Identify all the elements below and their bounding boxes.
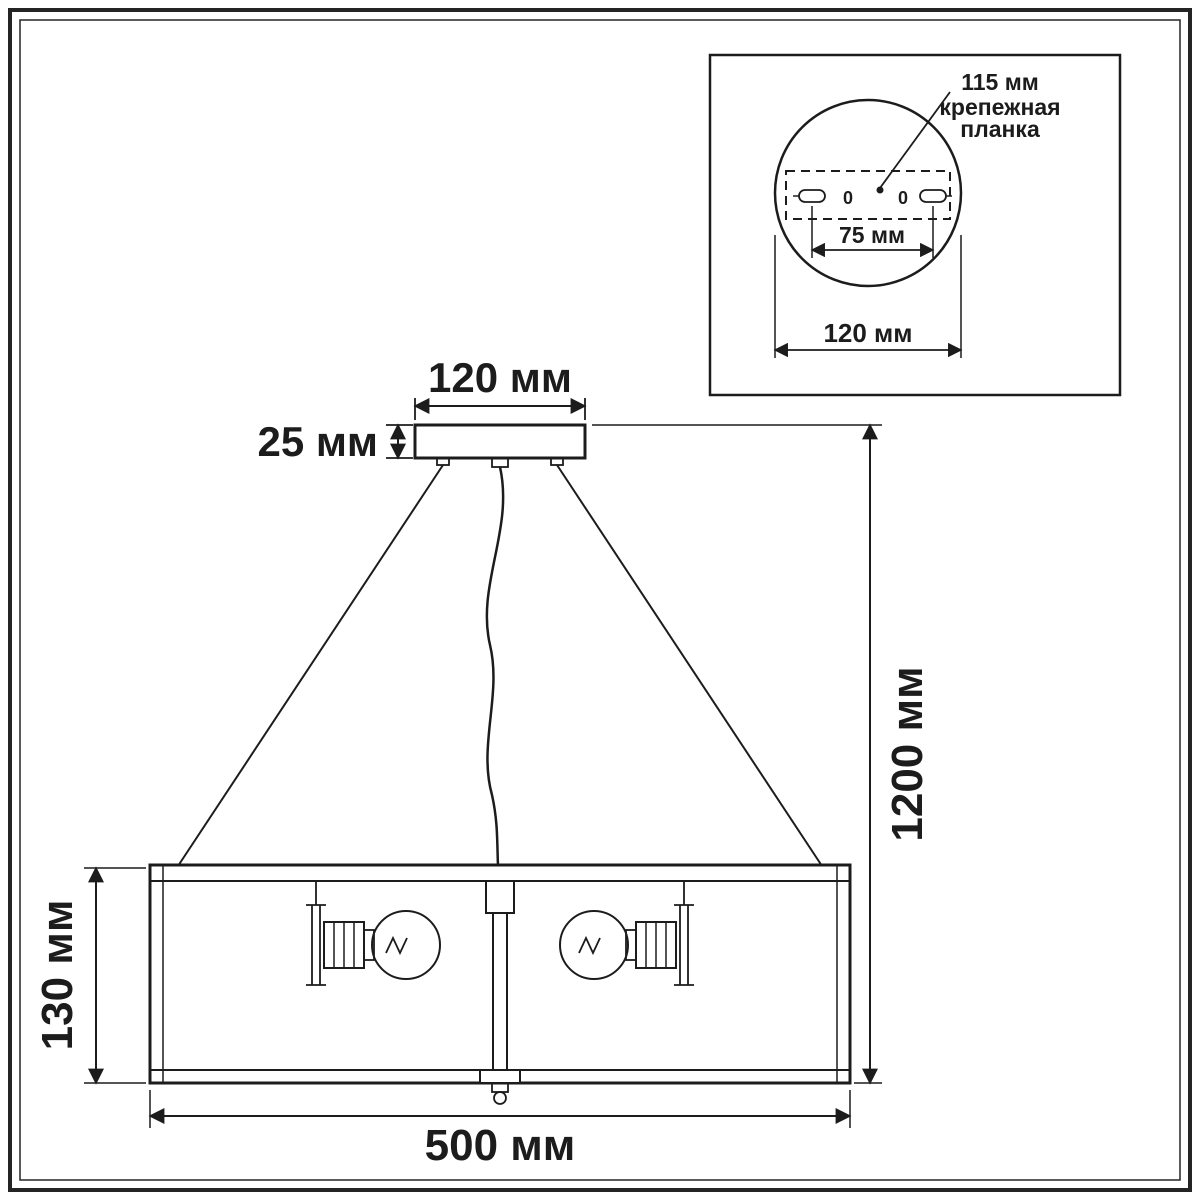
dimension-lines [84,398,882,1128]
suspension-wire-right [556,464,823,867]
plate-label-line1: крепежная [939,94,1060,120]
shade-drum [148,863,852,1085]
hole-spacing-label: 75 мм [839,222,905,248]
plate-width-label: 115 мм [961,69,1039,95]
rod-bottom-plate [479,1069,521,1084]
bulb-assembly-right [559,881,694,986]
outer-frame [8,8,1192,1192]
inner-frame [19,19,1181,1181]
shade-height-label: 130 мм [33,900,82,1051]
bulb-left [371,910,441,980]
slot-hole-right [919,189,947,203]
socket-right-collar [625,929,637,961]
finial-knob [493,1091,507,1105]
rod-top-connector [485,880,515,914]
hole-mark-right: 0 [898,188,908,208]
plate-center-point [876,186,884,194]
lamp-main-view [148,423,852,1105]
ceiling-canopy [413,423,587,460]
filament-right [578,935,601,956]
hole-mark-left: 0 [843,188,853,208]
inset-border [708,53,1122,397]
power-cable [485,466,505,867]
mounting-plate [785,170,951,220]
total-height-label: 1200 мм [883,666,932,841]
shade-width-label: 500 мм [425,1121,576,1170]
filament-left [385,935,408,956]
inset-ceiling-base-view [708,53,1122,397]
base-diameter-label: 120 мм [823,318,912,348]
suspension-wire-left [177,464,444,867]
slot-hole-left [798,189,826,203]
plate-label-line2: планка [960,116,1040,142]
socket-left-collar [363,929,375,961]
bulb-assembly-left [306,881,441,986]
canopy-height-label: 25 мм [257,418,378,465]
plate-leader-line [879,91,951,189]
canopy-width-label: 120 мм [428,354,572,401]
bulb-right [559,910,629,980]
base-circle [773,98,963,288]
